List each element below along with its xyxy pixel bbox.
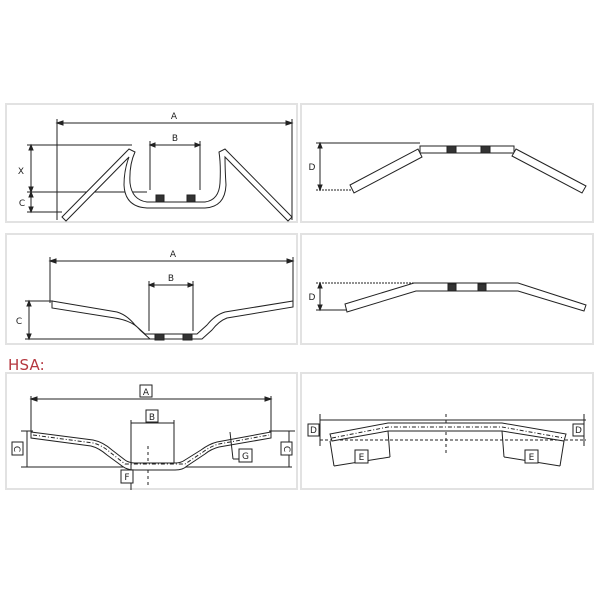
flat-bar-front-drawing: A B C [16, 250, 295, 341]
dim-label-c-right: C [281, 446, 291, 452]
flat-bar-top-drawing: D [309, 281, 587, 313]
dim-label-g: G [242, 452, 249, 462]
hsa-bar-top-drawing: D D E E [307, 414, 586, 467]
dim-label-x: X [18, 167, 24, 177]
panel-flat-bar-top: D [300, 233, 594, 345]
panel-high-bar-front: A B X C [5, 103, 298, 223]
dim-label-e-right: E [529, 453, 535, 463]
panel-hsa-bar-top: D D E E [300, 372, 594, 490]
high-bar-top-drawing: D [309, 141, 587, 194]
dim-label-c-left: C [11, 446, 21, 452]
dim-label-d-right: D [575, 426, 582, 436]
dim-label-d-left: D [310, 426, 317, 436]
panel-flat-bar-front: A B C [5, 233, 298, 345]
dim-label-c: C [19, 199, 25, 209]
dim-label-a: A [143, 388, 150, 398]
hsa-bar-front-drawing: A B C C F G [11, 384, 295, 490]
dim-label-a: A [171, 112, 178, 122]
dim-label-b: B [168, 274, 174, 284]
high-bar-front-drawing: A B X C [18, 112, 294, 222]
dim-label-a: A [170, 250, 177, 260]
panel-hsa-bar-front: A B C C F G [5, 372, 298, 490]
panel-high-bar-top: D [300, 103, 594, 223]
dim-label-e-left: E [359, 453, 365, 463]
dim-label-d: D [309, 163, 316, 173]
dim-label-b: B [172, 134, 178, 144]
dim-label-c: C [16, 317, 22, 327]
dim-label-d: D [309, 293, 316, 303]
dim-label-f: F [124, 473, 129, 483]
section-label-hsa: HSA: [8, 356, 45, 374]
dim-label-b: B [149, 413, 155, 423]
